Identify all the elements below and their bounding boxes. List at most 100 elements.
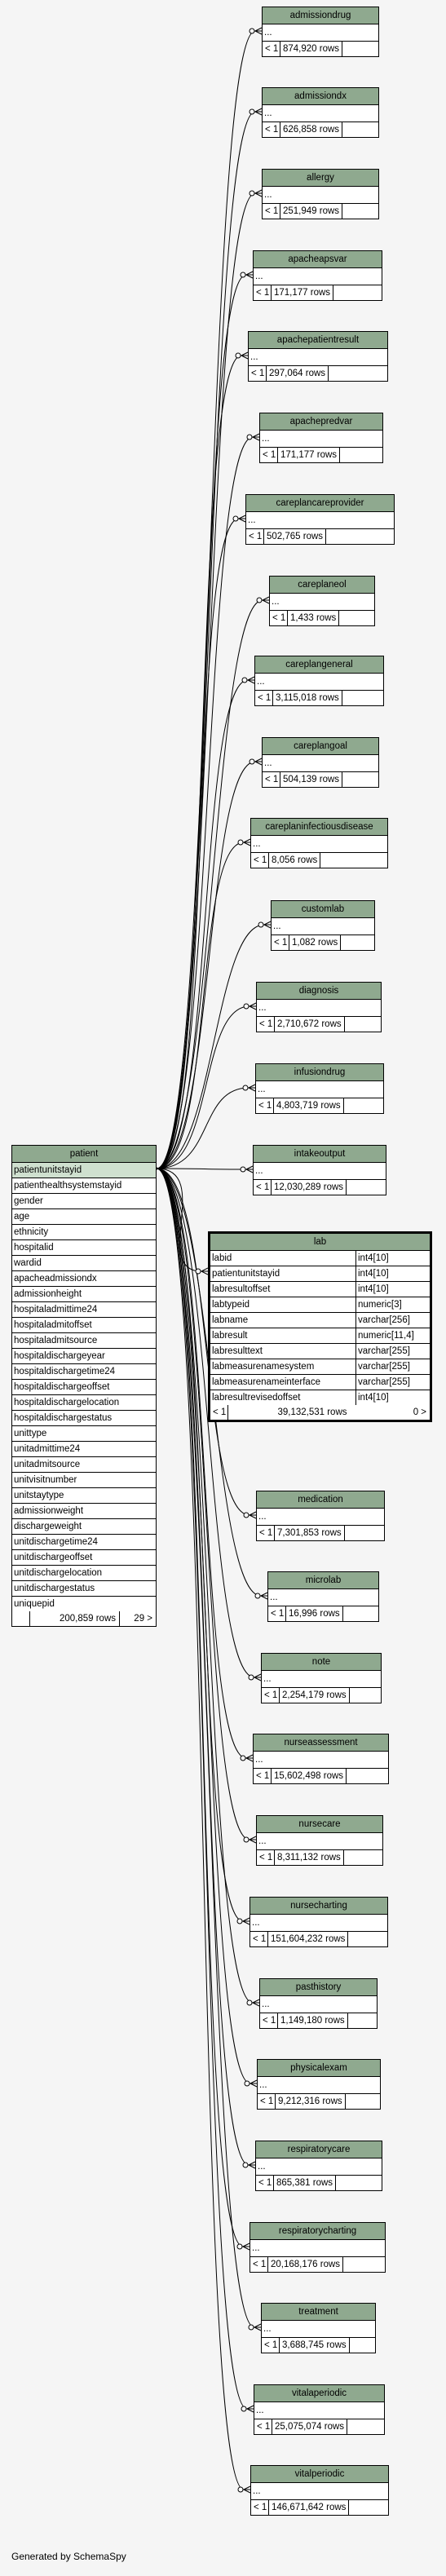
table-title[interactable]: pasthistory [260,1979,377,1996]
hidden-columns-ellipsis: ... [257,1833,382,1850]
patient-column-patienthealthsystemstayid[interactable]: patienthealthsystemstayid [12,1178,156,1194]
table-title[interactable]: careplaneol [270,577,374,594]
lab-table-title[interactable]: lab [210,1234,430,1251]
table-title[interactable]: respiratorycharting [250,2223,385,2240]
table-title[interactable]: careplangoal [263,738,378,755]
table-title[interactable]: vitalaperiodic [254,2385,384,2402]
table-title[interactable]: infusiondrug [256,1064,383,1081]
patient-column-age[interactable]: age [12,1209,156,1225]
patient-column-hospitalid[interactable]: hospitalid [12,1240,156,1256]
table-title[interactable]: physicalexam [258,2060,380,2077]
table-title[interactable]: intakeoutput [254,1146,386,1163]
patient-column-unitdischargestatus[interactable]: unitdischargestatus [12,1581,156,1597]
table-title[interactable]: microlab [268,1572,378,1589]
table-title[interactable]: careplangeneral [255,656,383,674]
table-title[interactable]: note [262,1654,381,1671]
patient-column-unitvisitnumber[interactable]: unitvisitnumber [12,1473,156,1488]
patient-column-hospitaldischargelocation[interactable]: hospitaldischargelocation [12,1395,156,1411]
patient-column-hospitaldischargestatus[interactable]: hospitaldischargestatus [12,1411,156,1426]
patient-column-admissionweight[interactable]: admissionweight [12,1504,156,1519]
table-title[interactable]: apacheapsvar [254,251,382,268]
table-title[interactable]: allergy [263,170,378,187]
table-title[interactable]: nurseassessment [254,1734,388,1752]
patient-column-hospitaldischargetime24[interactable]: hospitaldischargetime24 [12,1364,156,1380]
patient-column-uniquepid[interactable]: uniquepid [14,1599,55,1609]
patient-column-unitadmittime24[interactable]: unitadmittime24 [12,1442,156,1457]
patient-table-title[interactable]: patient [12,1146,156,1163]
patient-column-unitdischargetime24[interactable]: unitdischargetime24 [12,1535,156,1550]
table-title[interactable]: careplancareprovider [246,495,394,512]
patient-column-gender[interactable]: gender [12,1194,156,1209]
table-title[interactable]: diagnosis [257,983,381,1000]
patient-column-unitdischargeoffset[interactable]: unitdischargeoffset [12,1550,156,1566]
patient-column-apacheadmissiondx[interactable]: apacheadmissiondx [12,1271,156,1287]
table-title[interactable]: admissiondx [263,88,378,105]
table-title[interactable]: medication [257,1491,384,1509]
patient-column-hospitaladmittime24[interactable]: hospitaladmittime24 [12,1302,156,1318]
patient-column-wardid[interactable]: wardid [12,1256,156,1271]
patient-column-hospitaladmitoffset[interactable]: hospitaladmitoffset [12,1318,156,1333]
patient-column-dischargeweight[interactable]: dischargeweight [12,1519,156,1535]
patient-column-ethnicity[interactable]: ethnicity [12,1225,156,1240]
patient-column-unitdischargelocation[interactable]: unitdischargelocation [12,1566,156,1581]
table-title[interactable]: admissiondrug [263,7,378,24]
patient-column-hospitaladmitsource[interactable]: hospitaladmitsource [12,1333,156,1349]
table-title[interactable]: nursecare [257,1816,382,1833]
patient-column-unitstaytype[interactable]: unitstaytype [12,1488,156,1504]
table-title[interactable]: customlab [272,901,374,918]
patient-column-patientunitstayid[interactable]: patientunitstayid [12,1163,156,1178]
table-title[interactable]: vitalperiodic [251,2466,388,2483]
table-title[interactable]: careplaninfectiousdisease [251,819,387,836]
table-title[interactable]: apachepatientresult [249,332,387,349]
patient-column-hospitaldischargeyear[interactable]: hospitaldischargeyear [12,1349,156,1364]
table-title[interactable]: treatment [262,2304,375,2321]
patient-column-hospitaldischargeoffset[interactable]: hospitaldischargeoffset [12,1380,156,1395]
table-title[interactable]: apachepredvar [260,413,382,431]
patient-column-admissionheight[interactable]: admissionheight [12,1287,156,1302]
table-title[interactable]: respiratorycare [256,2141,382,2158]
patient-column-unitadmitsource[interactable]: unitadmitsource [12,1457,156,1473]
patient-column-unittype[interactable]: unittype [12,1426,156,1442]
table-title[interactable]: nursecharting [250,1898,387,1915]
